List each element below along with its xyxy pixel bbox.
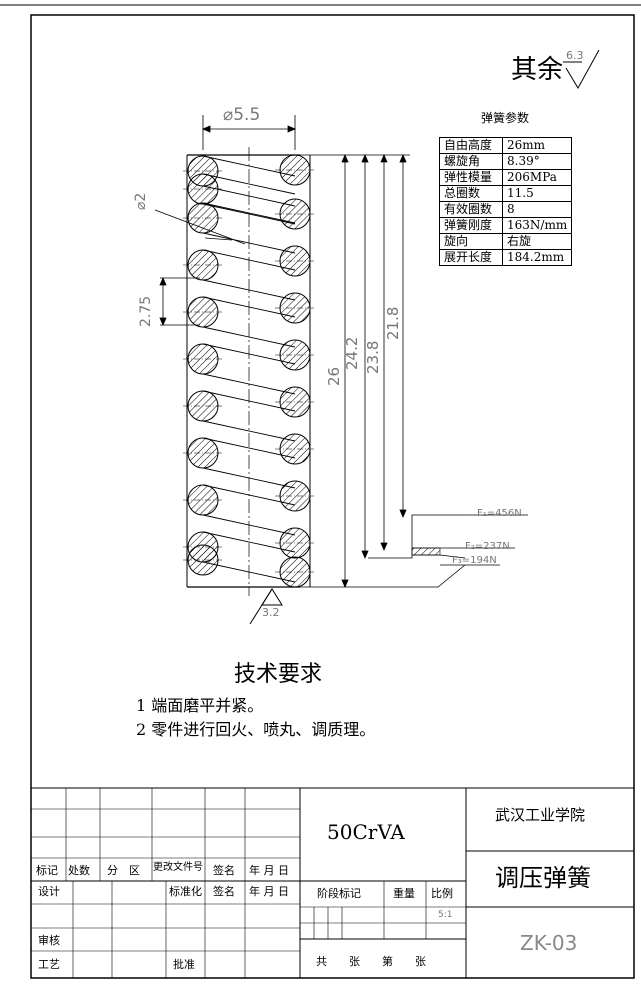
end-roughness-symbol <box>249 588 283 625</box>
ratio-label: 比例 <box>431 887 453 900</box>
param-row: 旋向右旋 <box>439 233 573 250</box>
param-value: 206MPa <box>501 169 573 186</box>
scale-value: 5:1 <box>438 910 453 920</box>
param-key: 弹簧刚度 <box>439 217 503 234</box>
date2-label: 年 月 日 <box>249 885 289 898</box>
tech-item-2: 2 零件进行回火、喷丸、调质理。 <box>136 720 376 739</box>
param-key: 旋向 <box>439 233 503 250</box>
param-value: 184.2mm <box>501 249 573 266</box>
school-name: 武汉工业学院 <box>495 806 586 824</box>
h-doc: 更改文件号 <box>153 862 203 873</box>
std-label: 标准化 <box>169 885 202 898</box>
load-f3: F₃=194N <box>452 555 497 566</box>
drawing-code: ZK-03 <box>520 931 578 955</box>
drawing-frame <box>30 14 635 979</box>
param-key: 螺旋角 <box>439 153 503 170</box>
sign2-label: 签名 <box>213 885 235 898</box>
h-mark: 标记 <box>36 864 58 877</box>
load-f1: F₁=456N <box>477 508 522 519</box>
dim-pitch: 2.75 <box>138 295 154 327</box>
stage-label: 阶段标记 <box>317 887 361 900</box>
load-f2: F₂=237N <box>465 541 510 552</box>
params-title: 弹簧参数 <box>481 111 530 125</box>
param-key: 总圈数 <box>439 185 503 202</box>
sheet-count: 共 张 第 张 <box>316 955 426 968</box>
weight-label: 重量 <box>393 887 415 900</box>
param-value: 8 <box>501 201 573 218</box>
param-key: 弹性模量 <box>439 169 503 186</box>
dim-free-height: 26 <box>325 366 343 386</box>
h-count: 处数 <box>68 864 90 877</box>
design-label: 设计 <box>38 885 60 898</box>
param-value: 右旋 <box>501 233 573 250</box>
h-zone: 分 区 <box>107 864 140 877</box>
end-roughness-value: 3.2 <box>262 606 280 619</box>
spring-section-view <box>183 147 315 596</box>
approve-label: 批准 <box>173 958 195 971</box>
part-name: 调压弹簧 <box>495 864 591 892</box>
tech-item-1: 1 端面磨平并紧。 <box>136 696 264 715</box>
dim-wire-diameter: ⌀2 <box>133 192 149 210</box>
h-date: 年 月 日 <box>249 864 289 877</box>
tech-title: 技术要求 <box>234 662 323 687</box>
dim-outer-diameter: ⌀5.5 <box>223 105 261 125</box>
dim-height-3: 23.8 <box>364 340 382 374</box>
dim-height-4: 21.8 <box>384 306 402 340</box>
param-key: 有效圈数 <box>439 201 503 218</box>
h-sign: 签名 <box>213 864 235 877</box>
load-hatch <box>411 547 441 556</box>
dimension-lines <box>154 115 528 589</box>
param-value: 11.5 <box>501 185 573 202</box>
param-key: 自由高度 <box>439 137 503 154</box>
roughness-value: 6.3 <box>566 49 584 62</box>
roughness-label: 其余 <box>511 55 564 85</box>
material: 50CrVA <box>327 820 405 844</box>
param-value: 163N/mm <box>501 217 573 234</box>
title-block-grid <box>31 787 634 978</box>
param-value: 8.39° <box>501 153 573 170</box>
param-value: 26mm <box>501 137 573 154</box>
craft-label: 工艺 <box>38 958 60 971</box>
roughness-symbol <box>563 49 600 90</box>
dim-height-2: 24.2 <box>343 336 361 370</box>
review-label: 审核 <box>38 934 60 947</box>
param-key: 展开长度 <box>439 249 503 266</box>
